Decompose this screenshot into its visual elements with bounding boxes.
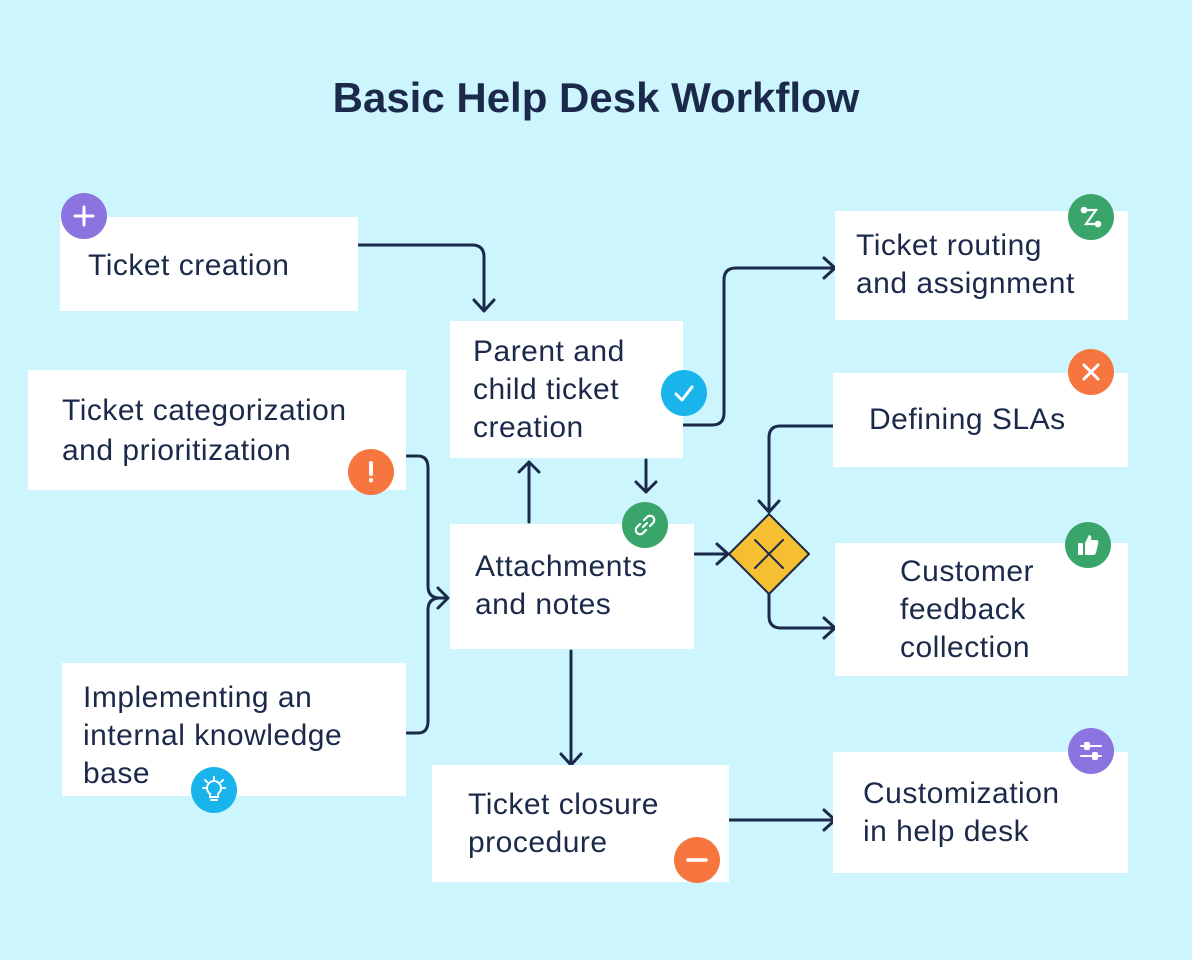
node-knowledge-base: Implementing an internal knowledge base <box>62 663 406 796</box>
connector-slas-to-gateway <box>757 424 835 514</box>
node-label: feedback <box>900 593 1026 626</box>
node-label: Ticket creation <box>88 249 290 282</box>
connector-attachments-to-parent <box>517 460 541 524</box>
node-label: Customization <box>863 777 1060 810</box>
connector-closure-to-customization <box>728 808 837 832</box>
node-label: Ticket routing <box>856 229 1042 262</box>
checkmark-icon <box>661 370 707 416</box>
connector-knowledge-to-attachments <box>405 596 442 735</box>
node-label: Implementing an <box>83 681 313 714</box>
node-label: Defining SLAs <box>869 403 1066 436</box>
plus-icon <box>61 193 107 239</box>
node-label: Ticket categorization <box>62 394 347 427</box>
connector-creation-to-parent <box>356 243 496 313</box>
node-label: Ticket closure <box>468 788 659 821</box>
node-label: child ticket <box>473 373 620 406</box>
node-label: and prioritization <box>62 434 292 467</box>
node-label: collection <box>900 631 1031 664</box>
node-label: Customer <box>900 555 1035 588</box>
node-customization: Customization in help desk <box>833 752 1128 873</box>
connector-attachments-to-gateway <box>693 542 730 566</box>
connector-categorization-to-attachments <box>405 454 450 610</box>
connector-gateway-to-feedback <box>767 592 837 640</box>
node-label: Attachments <box>475 550 648 583</box>
node-label: and notes <box>475 588 612 621</box>
thumbs-up-icon <box>1065 522 1111 568</box>
node-label: internal knowledge <box>83 719 343 752</box>
node-categorization: Ticket categorization and prioritization <box>28 370 406 490</box>
sliders-icon <box>1068 728 1114 774</box>
node-label: creation <box>473 411 584 444</box>
node-label: and assignment <box>856 267 1075 300</box>
connector-parent-to-attachments <box>634 458 658 494</box>
exclamation-icon <box>348 449 394 495</box>
connector-attachments-to-closure <box>559 649 583 767</box>
exclusive-gateway <box>728 513 810 595</box>
minus-icon <box>674 837 720 883</box>
close-icon <box>1068 349 1114 395</box>
node-ticket-creation: Ticket creation <box>60 217 358 311</box>
node-label: Parent and <box>473 335 625 368</box>
route-icon <box>1068 194 1114 240</box>
page-title: Basic Help Desk Workflow <box>332 74 860 121</box>
node-label: base <box>83 757 151 790</box>
link-icon <box>622 502 668 548</box>
lightbulb-icon <box>191 767 237 813</box>
connector-parent-to-routing <box>682 256 837 427</box>
node-label: procedure <box>468 826 608 859</box>
node-routing: Ticket routing and assignment <box>835 211 1128 320</box>
node-label: in help desk <box>863 815 1030 848</box>
node-parent-child: Parent and child ticket creation <box>450 321 683 458</box>
